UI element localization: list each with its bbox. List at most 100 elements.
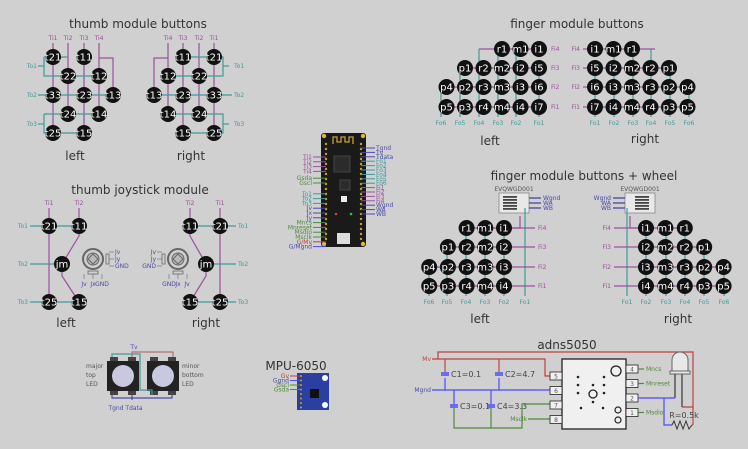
microcontroller-board: Ti1Ti2Ti3Ti4GsdaGsclTo1To2To3JvJxJyMncsM… bbox=[288, 133, 394, 251]
button-p1: p1 bbox=[661, 60, 677, 76]
button-p3: p3 bbox=[439, 278, 456, 294]
button-body bbox=[91, 106, 107, 122]
button-label: p5 bbox=[717, 282, 730, 293]
pin-pad bbox=[324, 222, 328, 226]
button-body bbox=[182, 294, 198, 310]
button-i2: i2 bbox=[638, 239, 654, 255]
output-label: To2 bbox=[26, 92, 37, 99]
button-body bbox=[477, 278, 494, 294]
button-m4: m4 bbox=[624, 99, 640, 115]
sensor-dot bbox=[602, 391, 606, 395]
output-label: Fo5 bbox=[665, 120, 676, 127]
output-label: Fo5 bbox=[442, 299, 453, 306]
led-pad bbox=[150, 357, 158, 361]
mcu-pin-left: Ti1 bbox=[302, 154, 312, 161]
output-label: To2 bbox=[233, 92, 244, 99]
encoder-part-label: EVQWGD001 bbox=[620, 186, 659, 193]
sensor-hole bbox=[614, 416, 622, 424]
button-body bbox=[642, 60, 659, 76]
button-i6: i6 bbox=[531, 79, 547, 95]
mcu-pin-right: Wgnd bbox=[376, 202, 394, 209]
button-label: p1 bbox=[698, 243, 711, 254]
button-label: r4 bbox=[478, 103, 488, 114]
button-label: m3 bbox=[494, 83, 510, 94]
button-label: p2 bbox=[663, 83, 676, 94]
pin-pad bbox=[359, 152, 363, 156]
button-label: i3 bbox=[641, 263, 650, 274]
button-body bbox=[458, 220, 475, 236]
button-body bbox=[657, 278, 674, 294]
button-body bbox=[679, 79, 696, 95]
mpu-title: MPU-6050 bbox=[265, 359, 326, 373]
mcu-pin-left: Jy bbox=[306, 215, 313, 222]
button-body bbox=[605, 60, 622, 76]
pin-pad bbox=[300, 375, 302, 377]
button-t11: t11 bbox=[76, 49, 92, 65]
button-body bbox=[212, 218, 228, 234]
output-label: Fo3 bbox=[628, 120, 639, 127]
button-label: t21 bbox=[212, 222, 229, 233]
pin-pad bbox=[359, 187, 363, 191]
button-body bbox=[206, 87, 222, 103]
button-body bbox=[457, 99, 473, 115]
mcu-pin-right: Tv bbox=[375, 149, 384, 156]
sensor-pin-number: 2 bbox=[630, 396, 634, 403]
mpu-pin: Gscl bbox=[276, 382, 289, 389]
button-label: r3 bbox=[478, 83, 488, 94]
output-label: Fo1 bbox=[520, 299, 531, 306]
button-label: i2 bbox=[499, 243, 508, 254]
sensor-pin bbox=[549, 400, 563, 410]
output-label: Fo1 bbox=[590, 120, 601, 127]
antenna-trace bbox=[332, 136, 354, 144]
pin-pad bbox=[300, 393, 302, 395]
sensor-pin-number: 5 bbox=[554, 374, 558, 381]
button-i1: i1 bbox=[531, 41, 547, 57]
button-i4: i4 bbox=[512, 99, 529, 115]
mcu-pin-left: Ti4 bbox=[302, 168, 312, 175]
pin-pad bbox=[359, 202, 363, 206]
output-label: Fo3 bbox=[480, 299, 491, 306]
button-label: r2 bbox=[461, 243, 471, 254]
button-body bbox=[175, 87, 191, 103]
button-label: p1 bbox=[459, 64, 472, 75]
finger-buttons-right-label: right bbox=[631, 132, 659, 146]
button-label: p1 bbox=[442, 243, 455, 254]
button-r2: r2 bbox=[475, 60, 492, 76]
rgb-led bbox=[107, 357, 139, 395]
input-label: Fi2 bbox=[572, 84, 581, 91]
button-r3: r3 bbox=[676, 259, 693, 275]
output-label: Fo6 bbox=[719, 299, 730, 306]
button-body bbox=[715, 259, 732, 275]
button-label: i2 bbox=[641, 243, 650, 254]
button-label: p4 bbox=[423, 263, 436, 274]
wheel-pin: WB bbox=[543, 205, 553, 212]
pin-pad bbox=[300, 402, 302, 404]
button-i5: i5 bbox=[587, 60, 603, 76]
output-label: Fo2 bbox=[511, 120, 522, 127]
sensor-pin-number: 3 bbox=[630, 381, 634, 388]
button-body bbox=[587, 41, 603, 57]
output-label: Fo2 bbox=[609, 120, 620, 127]
button-p4: p4 bbox=[421, 259, 438, 275]
mcu-pin-right: Fi4 bbox=[376, 198, 385, 205]
joystick-pin: Jv bbox=[80, 281, 87, 288]
button-label: t33 bbox=[45, 91, 62, 102]
input-label: Fi3 bbox=[572, 65, 581, 72]
output-label: Fo4 bbox=[646, 120, 657, 127]
mcu-pin-right: Tdata bbox=[375, 154, 394, 161]
pin-pad bbox=[359, 237, 363, 241]
button-t25: t25 bbox=[212, 294, 228, 310]
button-i3: i3 bbox=[605, 79, 622, 95]
button-label: r1 bbox=[497, 45, 507, 56]
button-body bbox=[657, 259, 674, 275]
led-caption: minor bbox=[182, 363, 200, 370]
button-body bbox=[657, 239, 674, 255]
button-r3: r3 bbox=[642, 79, 659, 95]
mcu-pin-left: To2 bbox=[301, 196, 312, 203]
button-label: i4 bbox=[516, 103, 525, 114]
button-label: m3 bbox=[657, 263, 673, 274]
sensor-pin-number: 4 bbox=[630, 367, 634, 374]
button-label: r1 bbox=[627, 45, 637, 56]
